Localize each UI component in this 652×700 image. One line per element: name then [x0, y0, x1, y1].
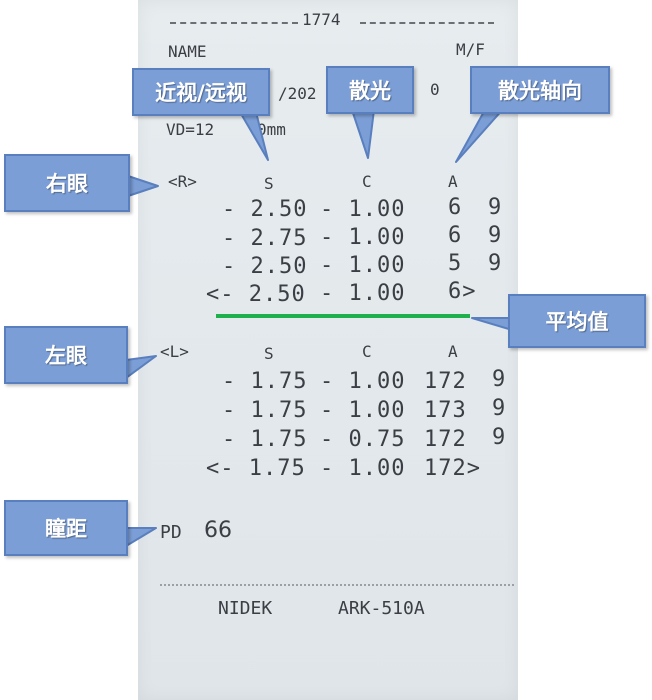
callout-average: 平均值: [508, 294, 646, 348]
right-row-3-x: 9: [488, 251, 503, 276]
header-code: 1774: [302, 10, 341, 29]
vd-label-part2: 0mm: [257, 120, 286, 139]
right-row-2-a: 6: [448, 223, 463, 248]
right-row-3-c: - 1.00: [320, 253, 406, 278]
left-eye-label: <L>: [160, 342, 189, 361]
right-col-s: S: [264, 174, 274, 193]
left-avg-c: - 1.00: [320, 456, 406, 481]
brand-name: NIDEK: [218, 598, 273, 619]
pointer-left-eye: [125, 355, 157, 379]
left-row-3-c: - 0.75: [320, 427, 406, 452]
left-avg-s: <- 1.75: [206, 456, 306, 481]
left-row-1-a: 172: [424, 369, 467, 394]
callout-right-eye: 右眼: [4, 154, 130, 212]
pointer-right-eye: [127, 175, 159, 197]
footer-dotted-rule: [160, 584, 514, 586]
left-row-2-x: 9: [492, 396, 507, 421]
header-dashes-left: [170, 22, 298, 24]
right-col-a: A: [448, 172, 458, 191]
pointer-cylinder: [351, 109, 375, 159]
left-avg-a: 172>: [424, 456, 481, 481]
left-row-3-a: 172: [424, 427, 467, 452]
right-row-1-x: 9: [488, 195, 503, 220]
pointer-axis: [455, 107, 505, 163]
receipt-paper: [138, 0, 518, 700]
callout-pd: 瞳距: [4, 500, 128, 556]
mf-label: M/F: [456, 40, 485, 59]
right-avg-a: 6>: [448, 279, 477, 304]
pointer-sphere: [239, 111, 269, 161]
right-row-3-a: 5: [448, 251, 463, 276]
pointer-pd: [125, 527, 157, 547]
callout-left-eye: 左眼: [4, 326, 128, 384]
left-row-2-c: - 1.00: [320, 398, 406, 423]
right-row-3-s: - 2.50: [222, 254, 308, 279]
header-dashes-right: [360, 22, 494, 24]
pd-label: PD: [160, 522, 182, 543]
model-name: ARK-510A: [338, 598, 425, 619]
right-row-1-s: - 2.50: [222, 197, 308, 222]
right-eye-label: <R>: [168, 172, 197, 191]
right-row-2-c: - 1.00: [320, 225, 406, 250]
left-row-3-s: - 1.75: [222, 427, 308, 452]
pointer-average: [471, 317, 513, 331]
left-col-a: A: [448, 342, 458, 361]
left-col-c: C: [362, 342, 372, 361]
left-col-s: S: [264, 344, 274, 363]
average-underline: [216, 314, 470, 318]
left-row-2-s: - 1.75: [222, 398, 308, 423]
pd-value: 66: [204, 518, 232, 543]
right-avg-s: <- 2.50: [206, 282, 306, 307]
date-fragment: /202: [278, 84, 317, 103]
left-row-3-x: 9: [492, 425, 507, 450]
left-row-1-x: 9: [492, 367, 507, 392]
right-row-1-c: - 1.00: [320, 197, 406, 222]
callout-cylinder: 散光: [326, 66, 414, 114]
right-row-2-x: 9: [488, 223, 503, 248]
name-label: NAME: [168, 42, 207, 61]
right-row-1-a: 6: [448, 195, 463, 220]
right-row-2-s: - 2.75: [222, 226, 308, 251]
left-row-1-s: - 1.75: [222, 369, 308, 394]
vd-label-part1: VD=12: [166, 120, 215, 139]
callout-axis: 散光轴向: [470, 66, 610, 114]
right-avg-c: - 1.00: [320, 281, 406, 306]
left-row-1-c: - 1.00: [320, 369, 406, 394]
callout-sphere: 近视/远视: [132, 68, 270, 116]
left-row-2-a: 173: [424, 398, 467, 423]
time-fragment: 0: [430, 80, 440, 99]
right-col-c: C: [362, 172, 372, 191]
